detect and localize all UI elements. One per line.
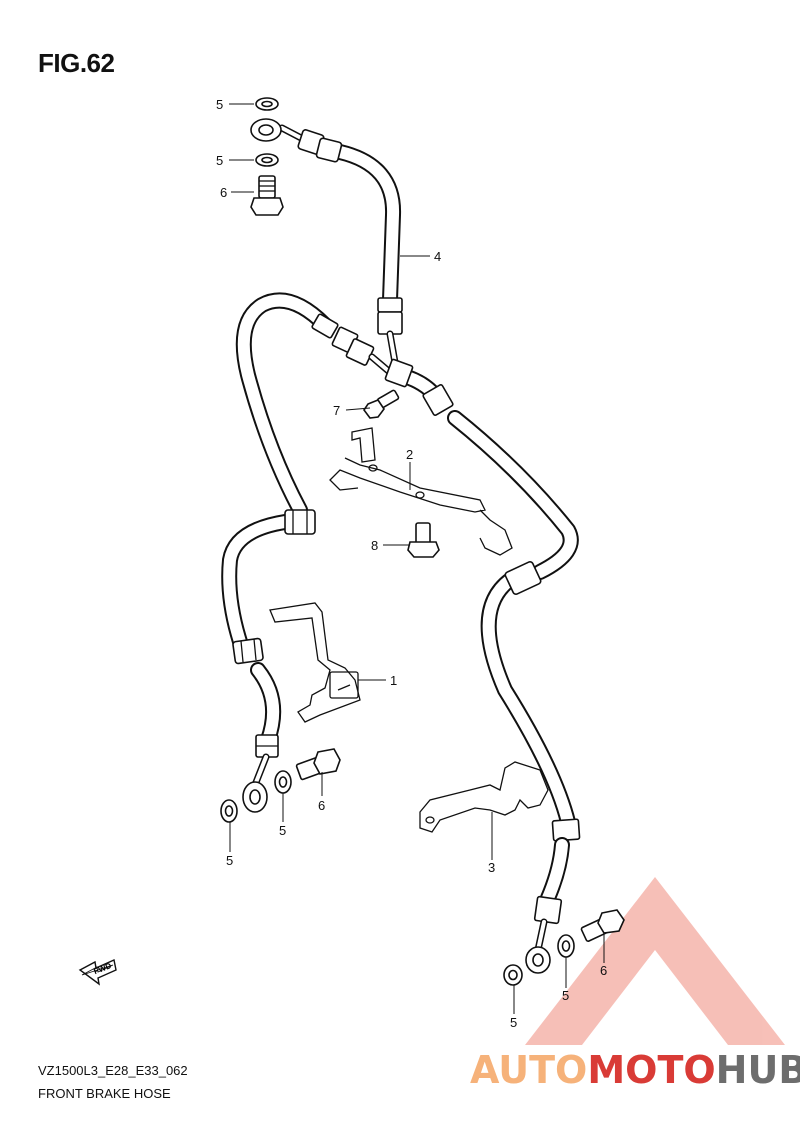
left-hose-clamp xyxy=(269,602,361,723)
figure-title: FIG.62 xyxy=(38,48,115,78)
union-bolt xyxy=(295,748,341,781)
clamp-bolt xyxy=(363,389,400,419)
callout-number: 1 xyxy=(390,673,397,688)
figure-caption: FRONT BRAKE HOSE xyxy=(38,1086,171,1101)
callout-number: 6 xyxy=(220,185,227,200)
callout-number: 2 xyxy=(406,447,413,462)
bracket-bolt xyxy=(407,522,440,558)
model-code: VZ1500L3_E28_E33_062 xyxy=(38,1063,188,1078)
watermark-part-auto: AUTO xyxy=(470,1048,588,1092)
callout-number: 5 xyxy=(279,823,286,838)
hose-joint xyxy=(384,358,414,388)
hose-bracket xyxy=(329,427,513,556)
callout-number: 5 xyxy=(226,853,233,868)
left-brake-hose xyxy=(221,292,396,794)
watermark-triangle xyxy=(525,877,785,1045)
callout-number: 5 xyxy=(510,1015,517,1030)
callout-number: 8 xyxy=(371,538,378,553)
callout-number: 5 xyxy=(216,97,223,112)
callout-number: 3 xyxy=(488,860,495,875)
watermark-part-hub: HUB xyxy=(715,1048,800,1092)
right-hose-clamp xyxy=(419,761,549,833)
callout-number: 6 xyxy=(318,798,325,813)
callout-number: 6 xyxy=(600,963,607,978)
right-brake-hose xyxy=(392,367,581,954)
callout-leaders xyxy=(229,103,605,1014)
union-bolt xyxy=(250,175,284,216)
callout-number: 4 xyxy=(434,249,441,264)
callout-number: 7 xyxy=(333,403,340,418)
watermark-logo: AUTOMOTOHUB xyxy=(470,1048,800,1092)
watermark-part-moto: MOTO xyxy=(587,1048,716,1092)
union-bolt xyxy=(580,909,625,942)
callout-number: 5 xyxy=(216,153,223,168)
forward-direction-arrow: FWD xyxy=(78,959,117,986)
callout-number: 5 xyxy=(562,988,569,1003)
